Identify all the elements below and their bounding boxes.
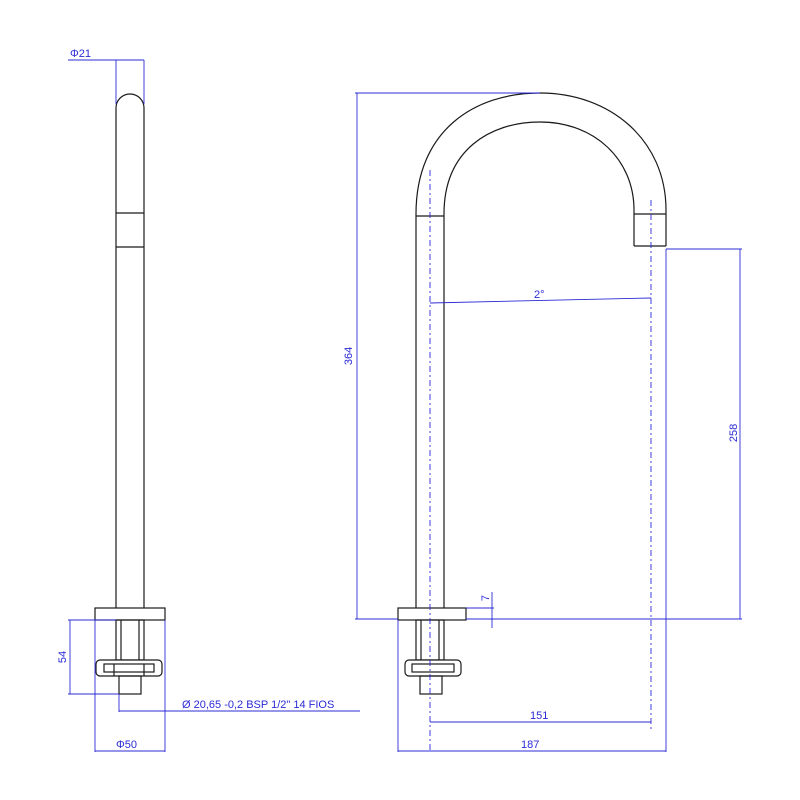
dim-outlet-height: 258 xyxy=(728,424,740,442)
side-view-stub xyxy=(118,675,142,695)
front-view-nut xyxy=(404,659,462,677)
dim-reach: 151 xyxy=(530,710,548,722)
front-view-nut-inner xyxy=(411,663,455,673)
side-view-nut-inner xyxy=(103,663,155,673)
dim-total-height: 364 xyxy=(343,347,355,365)
dim-thread-spec: Ø 20,65 -0,2 BSP 1/2" 14 FIOS xyxy=(182,699,334,711)
dim-side-diameter: Φ21 xyxy=(70,48,91,60)
dim-flange-thickness: 7 xyxy=(480,595,492,601)
front-view-flange xyxy=(397,607,467,621)
side-view-nut xyxy=(95,659,163,677)
side-view-flange xyxy=(94,607,166,621)
dim-spout-angle: 2° xyxy=(534,289,545,301)
dim-line-angle xyxy=(429,297,652,304)
front-view-thread-body xyxy=(415,619,445,661)
dim-total-width: 187 xyxy=(521,739,539,751)
dim-base-height: 54 xyxy=(57,651,69,663)
dim-base-diameter: Φ50 xyxy=(116,739,137,751)
front-view-tube-inner xyxy=(443,121,635,608)
front-view: 364 2° 258 7 151 187 xyxy=(343,92,742,752)
side-view-thread-body xyxy=(115,619,145,661)
side-view-tube xyxy=(115,93,145,608)
side-view: Φ21 54 Ø 20,65 -0,2 BSP 1/2" 14 FIOS Φ50 xyxy=(57,48,360,752)
front-view-stub xyxy=(419,675,443,695)
